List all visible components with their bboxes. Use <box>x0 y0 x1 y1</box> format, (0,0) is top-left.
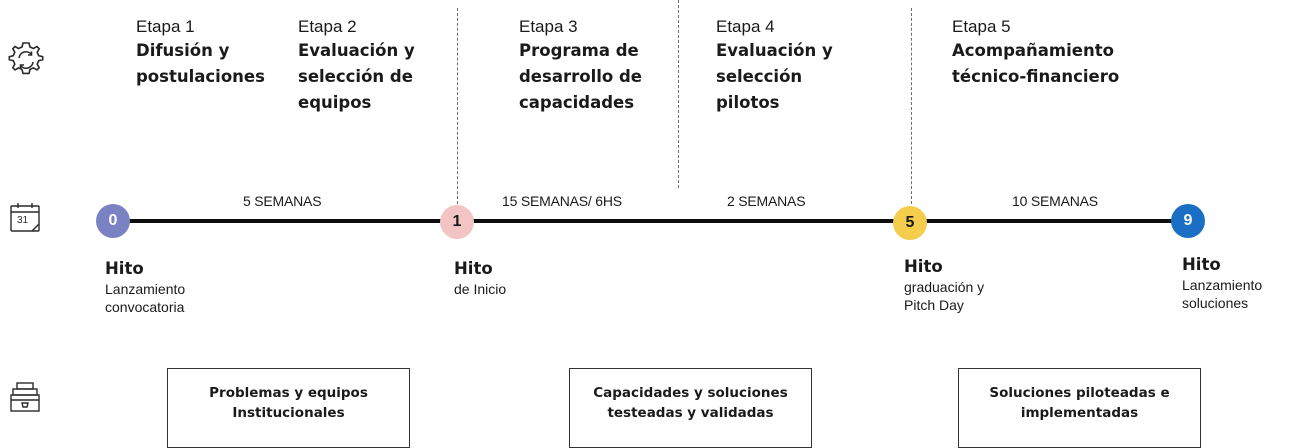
milestone-circle-0: 0 <box>96 204 130 238</box>
stage-5-title: Acompañamiento técnico-financiero <box>952 41 1120 86</box>
milestone-heading-1: Hito <box>454 259 493 278</box>
output-text-3: Soluciones piloteadas e implementadas <box>989 385 1170 421</box>
milestone-heading-9: Hito <box>1182 255 1221 274</box>
stage-2-number: Etapa 2 <box>298 17 357 36</box>
milestone-circle-5: 5 <box>893 206 927 240</box>
timeline-line <box>112 219 1188 223</box>
separator-1 <box>457 8 458 204</box>
toolbox-icon <box>8 380 42 414</box>
stage-5: Etapa 5 Acompañamiento técnico-financier… <box>952 16 1119 90</box>
stage-1-title: Difusión y postulaciones <box>136 41 265 86</box>
milestone-label-1: Hito de Inicio <box>454 258 506 298</box>
stage-4-number: Etapa 4 <box>716 17 775 36</box>
stage-5-number: Etapa 5 <box>952 17 1011 36</box>
milestone-label-9: Hito Lanzamiento soluciones <box>1182 254 1262 312</box>
output-box-1: Problemas y equipos Institucionales <box>167 368 410 448</box>
duration-3: 2 SEMANAS <box>727 193 806 209</box>
calendar-day-label: 31 <box>17 215 29 226</box>
stage-1: Etapa 1 Difusión y postulaciones <box>136 16 265 90</box>
milestone-desc-0: Lanzamiento convocatoria <box>105 281 186 315</box>
milestone-number-5: 5 <box>905 214 915 231</box>
gear-cycle-icon <box>6 40 46 80</box>
output-text-1: Problemas y equipos Institucionales <box>209 385 368 421</box>
milestone-heading-5: Hito <box>904 257 943 276</box>
stage-4: Etapa 4 Evaluación y selección pilotos <box>716 16 833 116</box>
milestone-number-0: 0 <box>108 212 118 229</box>
stage-2-title: Evaluación y selección de equipos <box>298 41 415 112</box>
output-box-3: Soluciones piloteadas e implementadas <box>958 368 1201 448</box>
milestone-circle-1: 1 <box>440 205 474 239</box>
milestone-label-5: Hito graduación y Pitch Day <box>904 256 984 314</box>
output-text-2: Capacidades y soluciones testeadas y val… <box>593 385 788 421</box>
stage-1-number: Etapa 1 <box>136 17 195 36</box>
stage-3-number: Etapa 3 <box>519 17 578 36</box>
calendar-icon: 31 <box>8 201 42 235</box>
duration-2: 15 SEMANAS/ 6HS <box>502 193 622 209</box>
stage-4-title: Evaluación y selección pilotos <box>716 41 833 112</box>
milestone-label-0: Hito Lanzamiento convocatoria <box>105 258 185 316</box>
separator-3 <box>911 8 912 204</box>
milestone-desc-9: Lanzamiento soluciones <box>1182 277 1263 311</box>
milestone-number-9: 9 <box>1183 212 1193 229</box>
milestone-circle-9: 9 <box>1171 204 1205 238</box>
milestone-desc-1: de Inicio <box>454 281 507 297</box>
milestone-heading-0: Hito <box>105 259 144 278</box>
stage-2: Etapa 2 Evaluación y selección de equipo… <box>298 16 415 116</box>
stage-3: Etapa 3 Programa de desarrollo de capaci… <box>519 16 642 116</box>
duration-4: 10 SEMANAS <box>1012 193 1098 209</box>
milestone-desc-5: graduación y Pitch Day <box>904 279 985 313</box>
milestone-number-1: 1 <box>452 213 462 230</box>
stage-3-title: Programa de desarrollo de capacidades <box>519 41 642 112</box>
duration-1: 5 SEMANAS <box>243 193 322 209</box>
separator-2 <box>678 0 679 188</box>
output-box-2: Capacidades y soluciones testeadas y val… <box>569 368 812 448</box>
